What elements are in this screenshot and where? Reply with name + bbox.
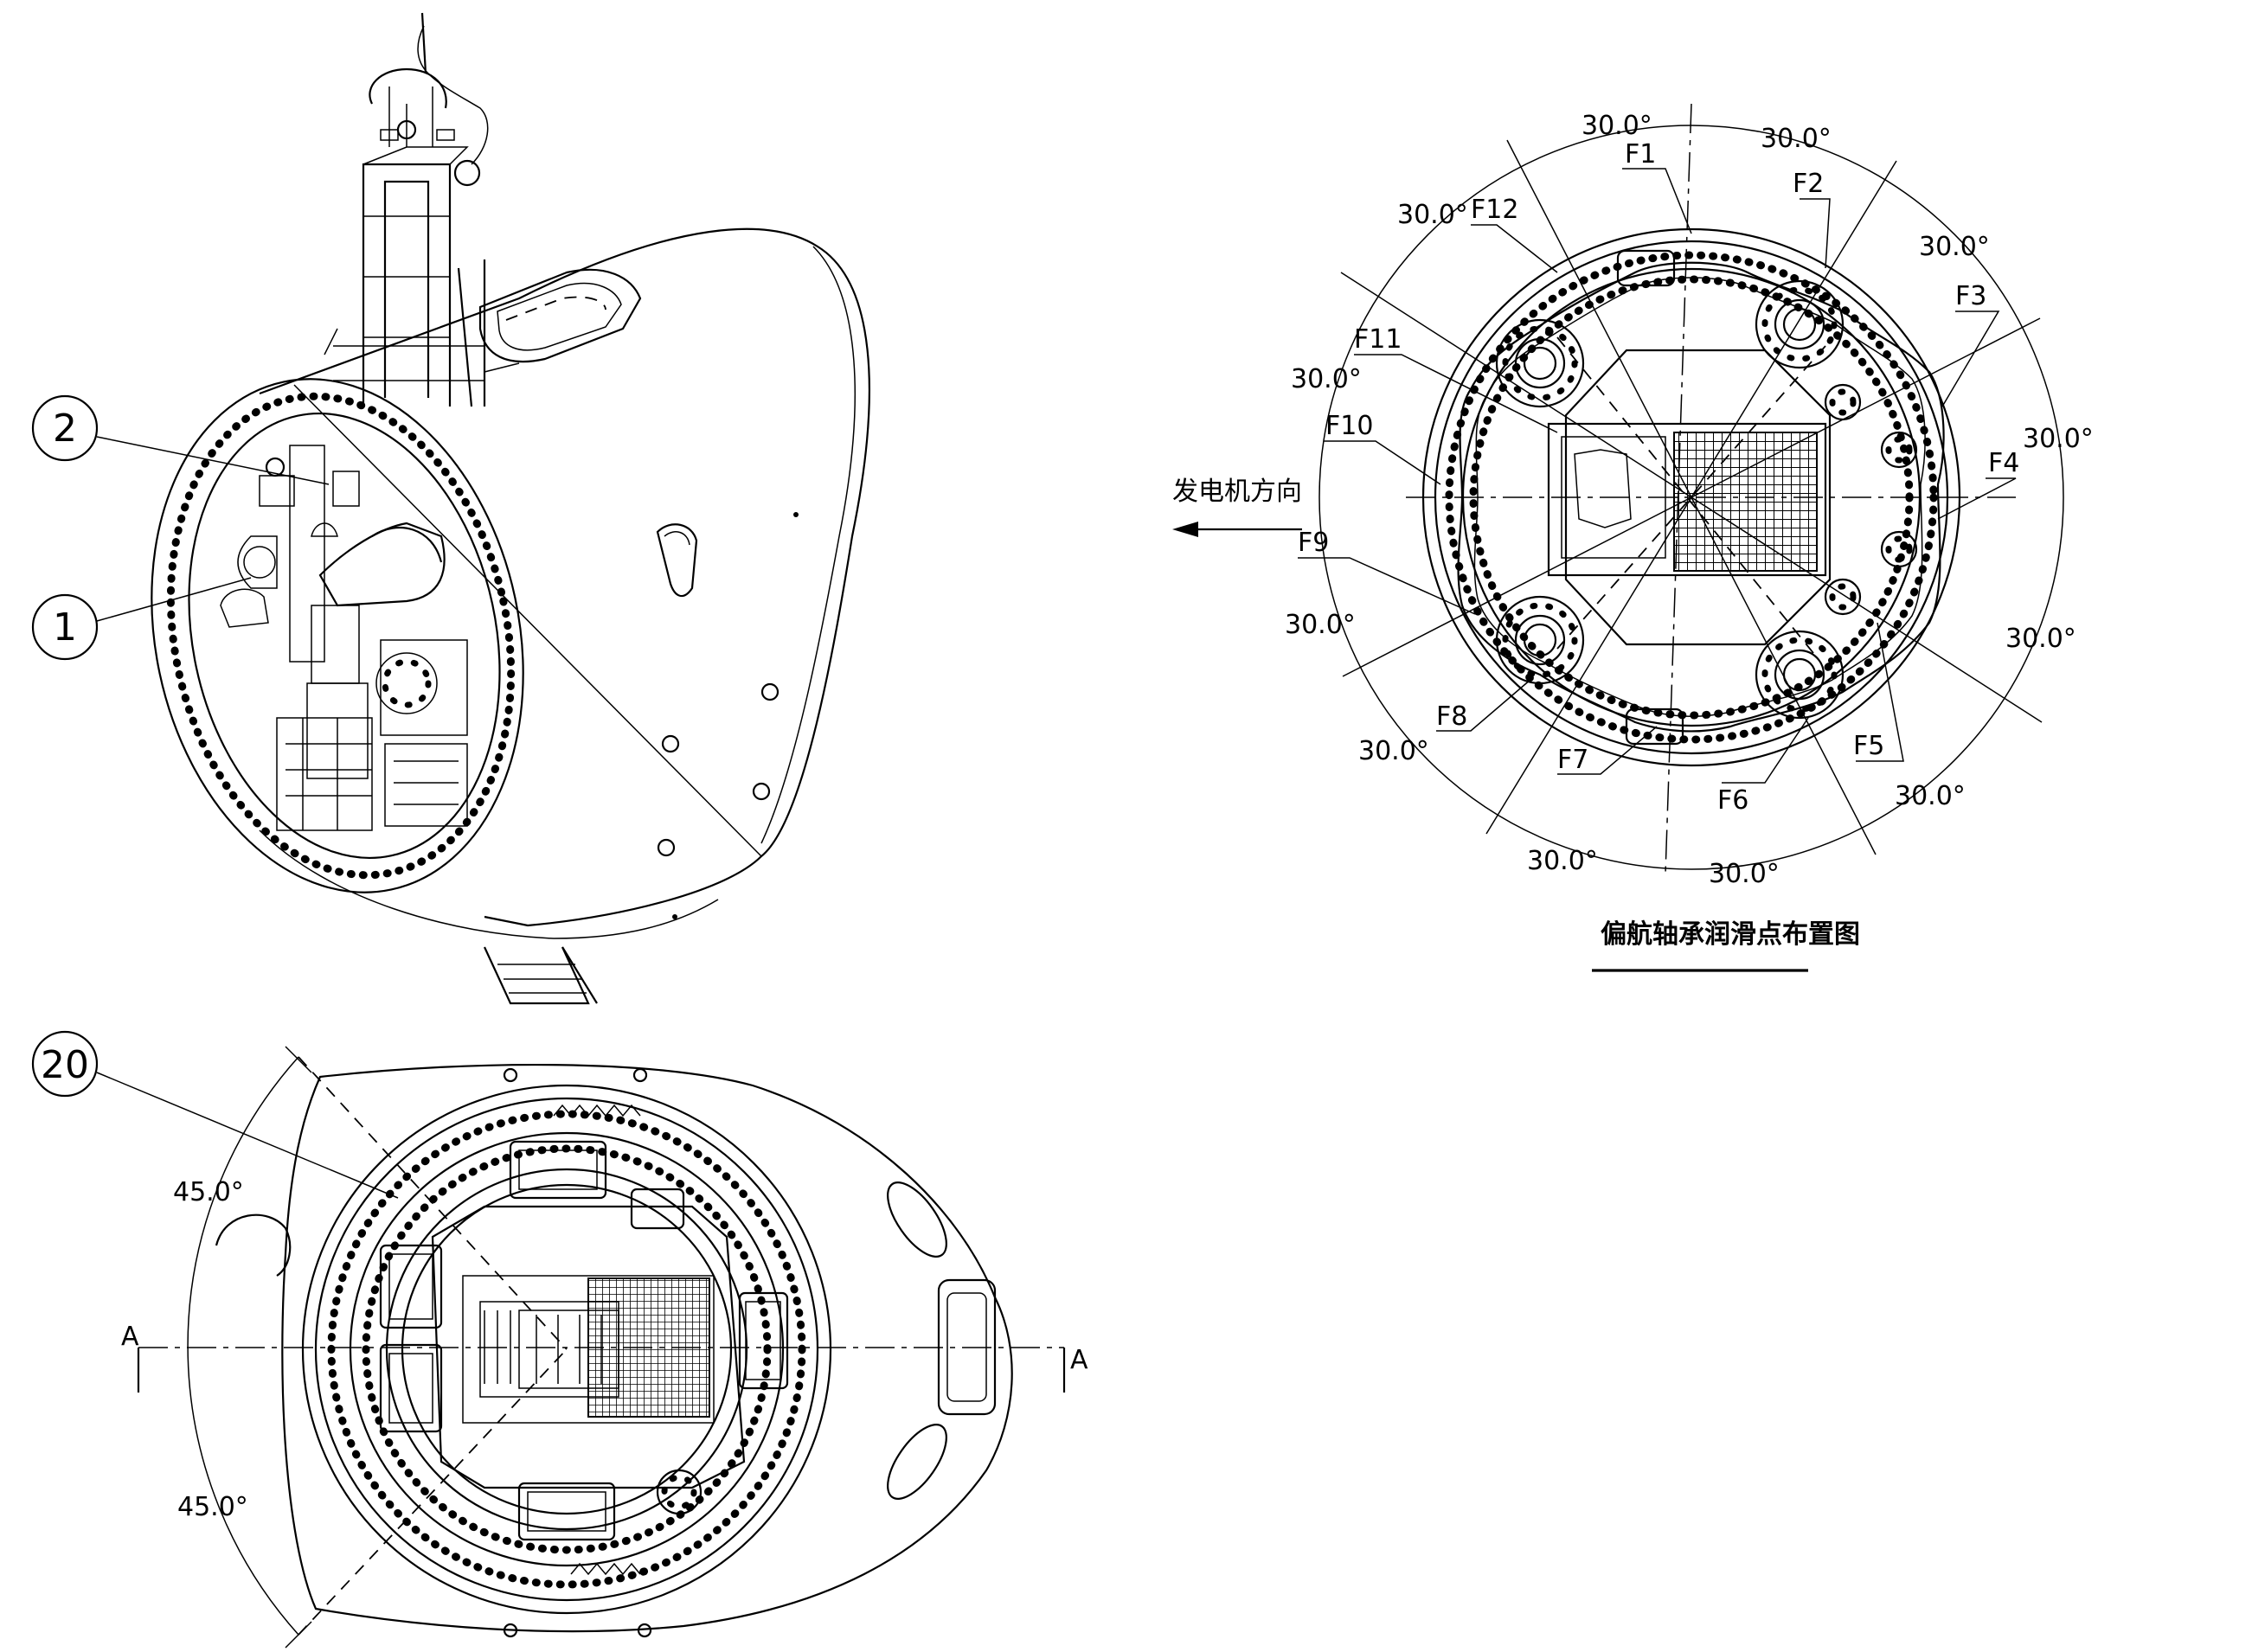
nacelle-cover-seam [293,384,762,857]
angle-30-12: 30.0° [1397,200,1468,230]
angle-30-6: 30.0° [1895,781,1966,811]
generator-direction-arrow [1172,522,1302,537]
section-label-left: A [121,1322,139,1352]
point-f10: F10 [1325,411,1373,441]
internal-machinery [220,445,468,831]
point-f8: F8 [1436,701,1467,732]
point-f7: F7 [1557,745,1588,775]
bottom-ladder [484,946,598,1005]
yaw-center-frame [1564,349,1832,646]
angle-30-1: 30.0° [1582,111,1652,141]
angle-label-lower: 45.0° [177,1492,248,1522]
angle-30-3: 30.0° [1919,232,1990,262]
balloon-2: 2 [31,394,330,485]
wind-sensor-mast [324,12,520,407]
top-view-bed-frame [431,1205,746,1489]
balloon-2-label: 2 [53,407,77,451]
point-f4: F4 [1988,448,2019,478]
point-f12: F12 [1471,195,1518,225]
yaw-pad-top [1616,249,1676,287]
front-flange-inner [188,412,501,860]
yaw-angle-arc [1318,125,2064,870]
yaw-brake-wheels [1824,383,1918,616]
yaw-vertical-centerline [1665,103,1692,874]
gear-teeth-bottom [570,1562,641,1576]
yaw-leader-lines [1298,168,2017,784]
cover-details [656,512,799,919]
gear-teeth-top [553,1104,641,1117]
top-view-outline [281,1063,1013,1633]
yaw-inner-lobed-frame [1457,261,1945,733]
generator-direction-label: 发电机方向 [1172,477,1302,507]
angle-30-8: 30.0° [1527,846,1598,876]
angle-30-9: 30.0° [1358,736,1429,766]
balloon-1-label: 1 [53,605,77,650]
bearing-bolt-circle-inner [362,1144,772,1554]
side-window-lower [887,1424,947,1500]
balloon-20: 20 [31,1030,399,1199]
angle-30-2: 30.0° [1761,124,1832,154]
angle-label-upper: 45.0° [173,1177,244,1207]
yaw-diagram-title: 偏航轴承润滑点布置图 [1601,919,1860,950]
point-f11: F11 [1354,324,1402,355]
front-flange-bolts [166,392,516,880]
point-f9: F9 [1298,528,1329,558]
nacelle-cover-rear [760,246,856,844]
yaw-drive-pinions [1495,279,1845,720]
yaw-radial-lines [1340,139,2043,855]
front-flange-outer [151,378,524,893]
bearing-bolt-circle-outer [327,1110,806,1589]
nacelle-bottom [259,829,719,939]
roof-hatch [478,268,642,363]
balloon-1: 1 [31,577,252,661]
point-f1: F1 [1625,139,1656,170]
point-f2: F2 [1793,169,1824,199]
point-f3: F3 [1955,281,1986,311]
yaw-pad-bottom [1625,708,1684,746]
nacelle-top-view: A A 45.0° 45.0° 20 [31,1030,1088,1649]
lifting-hook [215,1213,292,1277]
yaw-drives [379,1140,789,1541]
point-f5: F5 [1853,731,1884,761]
yaw-bearing-lubrication-layout: 发电机方向 F1 F2 F3 F4 F5 F6 F7 F8 F9 F10 F11… [1172,103,2094,972]
angle-30-4: 30.0° [2023,424,2094,454]
side-window-upper [887,1181,947,1258]
nacelle-isometric-view: 2 1 [31,12,870,1005]
yaw-center-grating [1673,432,1818,572]
angle-30-5: 30.0° [2005,624,2076,654]
bearing-outer-ring [301,1084,832,1615]
nacelle-cover-outline [259,227,870,927]
yaw-ring-bolts [1445,251,1938,744]
angle-30-7: 30.0° [1709,859,1780,889]
point-f6: F6 [1717,785,1748,816]
angle-30-11: 30.0° [1291,364,1362,394]
balloon-20-label: 20 [41,1043,89,1087]
section-label-right: A [1070,1345,1088,1375]
angle-30-10: 30.0° [1285,610,1356,640]
